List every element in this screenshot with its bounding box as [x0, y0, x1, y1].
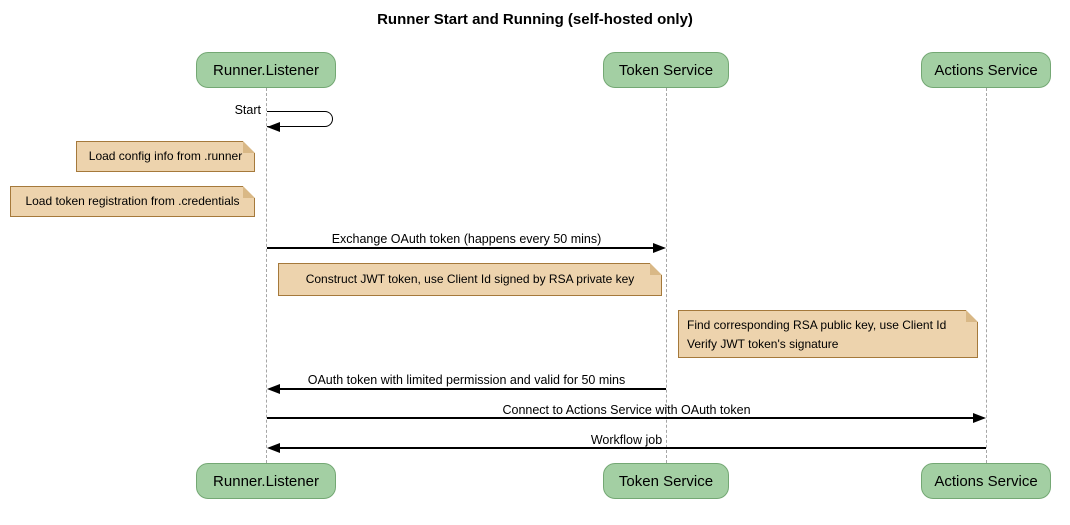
message-oauth-token-arrowhead	[267, 384, 280, 394]
note-construct-jwt: Construct JWT token, use Client Id signe…	[278, 263, 662, 296]
message-connect-actions-arrowhead	[973, 413, 986, 423]
message-oauth-token-line	[276, 388, 666, 390]
message-workflow-job-line	[276, 447, 986, 449]
message-exchange-oauth-arrowhead	[653, 243, 666, 253]
diagram-title: Runner Start and Running (self-hosted on…	[377, 11, 693, 28]
message-connect-actions-label: Connect to Actions Service with OAuth to…	[502, 403, 751, 417]
participant-runner-listener-top: Runner.Listener	[196, 52, 336, 88]
note-verify-jwt-line2: Verify JWT token's signature	[687, 337, 839, 351]
message-start-self-loop	[267, 111, 333, 127]
participant-token-service-top: Token Service	[603, 52, 729, 88]
note-verify-jwt: Find corresponding RSA public key, use C…	[678, 310, 978, 358]
participant-actions-service-top: Actions Service	[921, 52, 1051, 88]
message-oauth-token-label: OAuth token with limited permission and …	[307, 373, 626, 387]
note-load-config: Load config info from .runner	[76, 141, 255, 172]
lifeline-actions-service	[986, 88, 987, 463]
message-workflow-job-label: Workflow job	[590, 433, 663, 447]
participant-runner-listener-bottom: Runner.Listener	[196, 463, 336, 499]
participant-actions-service-bottom: Actions Service	[921, 463, 1051, 499]
message-start-arrowhead	[267, 122, 280, 132]
note-load-token-registration: Load token registration from .credential…	[10, 186, 255, 217]
note-verify-jwt-line1: Find corresponding RSA public key, use C…	[687, 318, 947, 332]
message-start-label: Start	[234, 103, 261, 117]
participant-token-service-bottom: Token Service	[603, 463, 729, 499]
message-exchange-oauth-label: Exchange OAuth token (happens every 50 m…	[331, 232, 602, 246]
message-workflow-job-arrowhead	[267, 443, 280, 453]
message-connect-actions-line	[267, 417, 977, 419]
message-exchange-oauth-line	[267, 247, 657, 249]
lifeline-token-service	[666, 88, 667, 463]
lifeline-runner-listener	[266, 88, 267, 463]
